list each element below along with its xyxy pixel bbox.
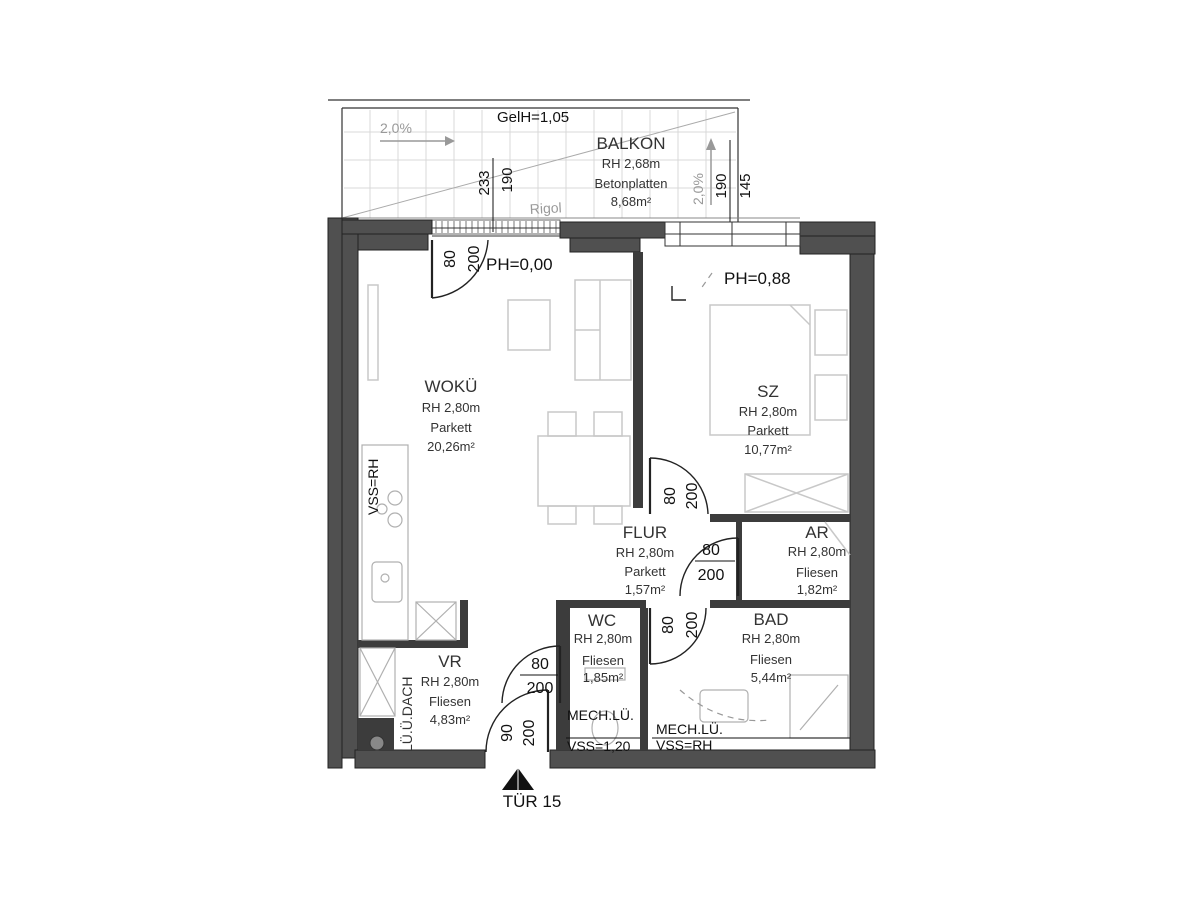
ar-rh: RH 2,80m [788,544,847,559]
flur-floor: Parkett [624,564,666,579]
balk-dim-233: 233 [476,170,493,195]
bad-door-dim-80: 80 [660,616,677,634]
doors [430,239,740,753]
entry-dim-200: 200 [521,720,538,747]
wc-area: 1,85m² [583,670,624,685]
slope-right-label: 2,0% [690,173,706,205]
flur-rh: RH 2,80m [616,545,675,560]
sz-floor: Parkett [747,423,789,438]
bad-name: BAD [754,610,789,629]
sz-door-dim-80: 80 [662,487,679,505]
balkon-area: 8,68m² [611,194,652,209]
vss-rh-kitchen: VSS=RH [365,459,381,515]
entrance-label: TÜR 15 [503,792,562,811]
entrance-arrow-icon [502,768,534,790]
vr-name: VR [438,652,462,671]
bad-area: 5,44m² [751,670,792,685]
sz-door-dim-200: 200 [684,483,701,510]
vss-wc: VSS=1,20 [567,738,631,754]
gelh-note: GelH=1,05 [497,109,569,126]
bad-floor: Fliesen [750,652,792,667]
ar-area: 1,82m² [797,582,838,597]
balk-dim-190b: 190 [713,173,730,198]
slope-arrow-right-icon [706,138,716,205]
vr-rh: RH 2,80m [421,674,480,689]
sz-rh: RH 2,80m [739,404,798,419]
rigol-grate [431,219,561,235]
balk-dim-190a: 190 [499,167,516,192]
rigol-label: Rigol [529,199,562,217]
balk-dim-145: 145 [737,173,754,198]
slope-left-label: 2,0% [380,120,412,136]
vss-bad: VSS=RH [656,737,712,753]
bad-rh: RH 2,80m [742,631,801,646]
balkon-rh: RH 2,68m [602,156,661,171]
wc-name: WC [588,611,616,630]
wc-rh: RH 2,80m [574,631,633,646]
window-sz [664,221,801,247]
balkon-name: BALKON [597,134,666,153]
sz-name: SZ [757,382,779,401]
ar-door-dim-200: 200 [698,567,725,584]
wokue-name: WOKÜ [425,377,478,396]
vr-area: 4,83m² [430,712,471,727]
balcony-area: GelH=1,05 2,0% Rigol 2,0% 233 190 190 14… [328,99,800,235]
wokue-rh: RH 2,80m [422,400,481,415]
flur-name: FLUR [623,523,667,542]
lu-dach-note: LÜ.Ü.DACH [398,677,415,752]
ar-door-dim-80: 80 [702,542,720,559]
win-dim-80: 80 [442,250,459,268]
wc-door-dim-80: 80 [531,656,549,673]
flur-area: 1,57m² [625,582,666,597]
entry-dim-90: 90 [499,724,516,742]
window-wokue [432,227,560,237]
slope-arrow-left-icon [380,136,455,146]
balcony-tiles [344,110,736,218]
mech-lu-wc: MECH.LÜ. [567,706,634,723]
ar-name: AR [805,523,829,542]
wc-door-dim-200: 200 [527,680,554,697]
vr-floor: Fliesen [429,694,471,709]
ar-floor: Fliesen [796,565,838,580]
mech-lu-bad: MECH.LÜ. [656,720,723,737]
wokue-area: 20,26m² [427,439,475,454]
ph-sz: PH=0,88 [724,269,791,288]
win-dim-200: 200 [466,246,483,273]
sz-area: 10,77m² [744,442,792,457]
ph-wokue: PH=0,00 [486,255,553,274]
wc-floor: Fliesen [582,653,624,668]
bad-door-dim-200: 200 [684,612,701,639]
balkon-floor: Betonplatten [594,176,667,191]
wokue-floor: Parkett [430,420,472,435]
